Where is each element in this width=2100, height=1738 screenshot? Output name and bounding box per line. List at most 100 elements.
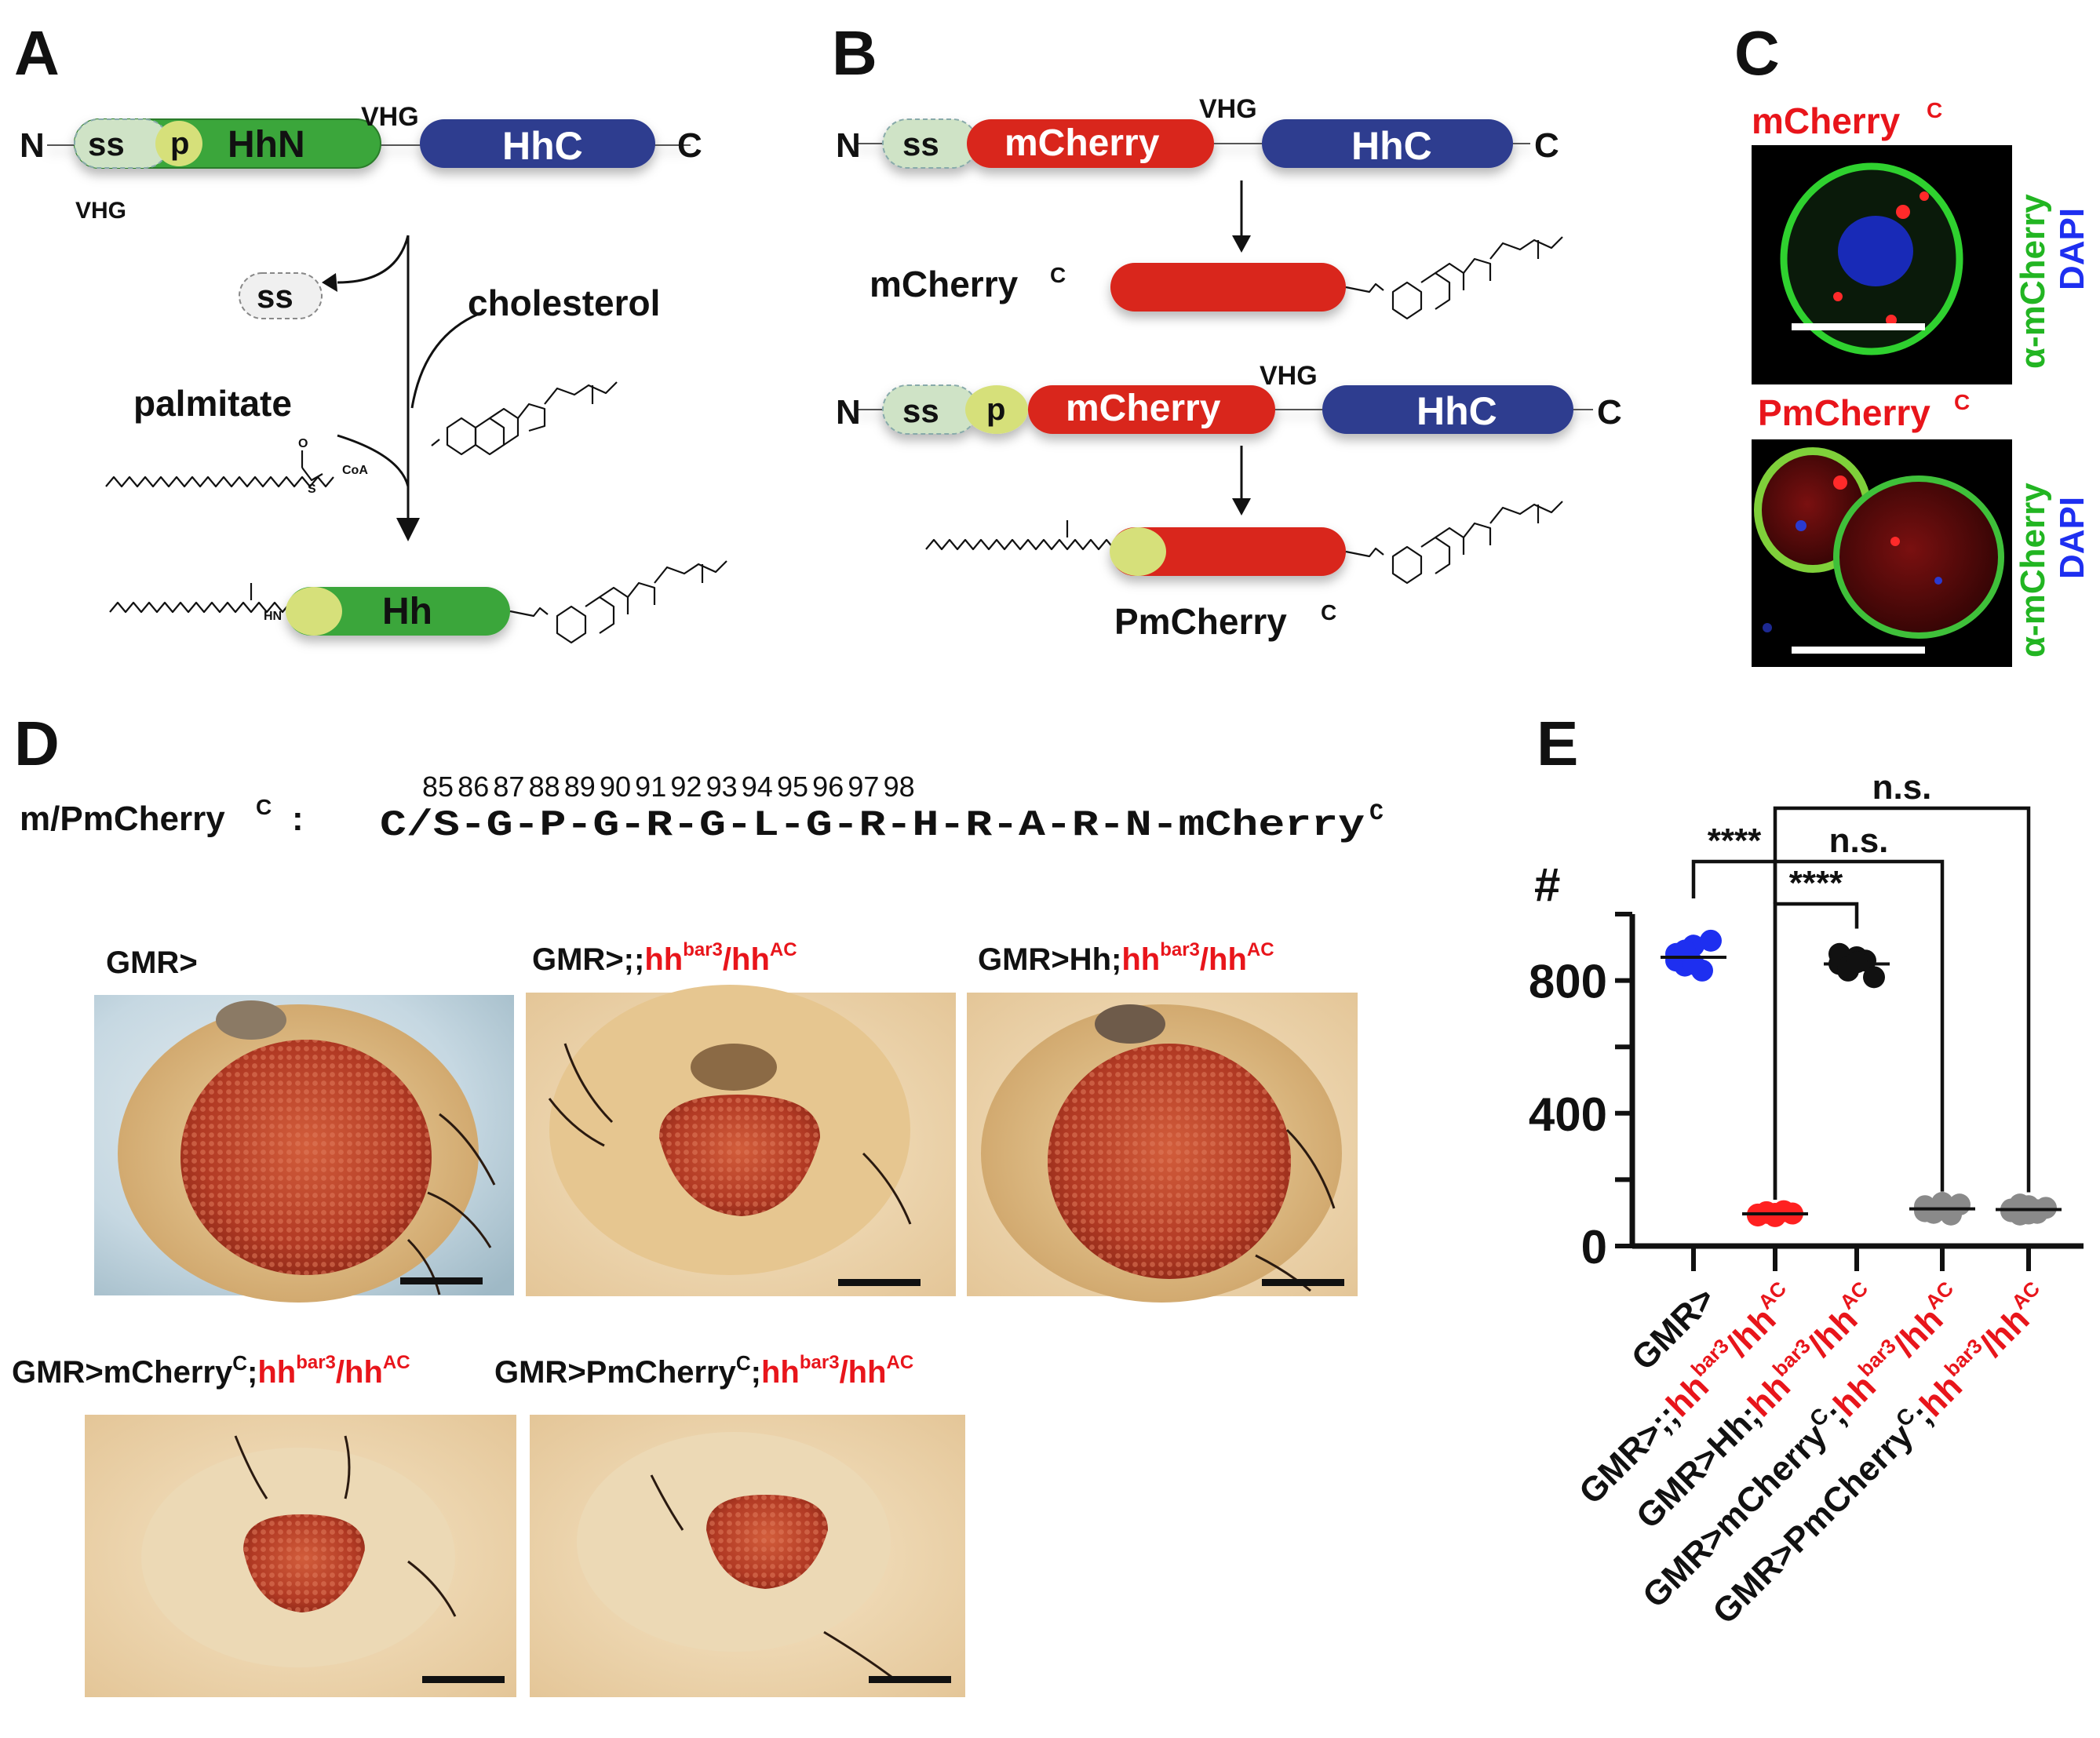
scale-bar-d5 xyxy=(869,1676,951,1683)
b2-palmitoyl xyxy=(925,520,1131,551)
significance-bracket xyxy=(1773,859,1945,1192)
amide-hn: HN xyxy=(264,610,282,623)
genotype-label: GMR>;;hhbar3/hhAC xyxy=(532,939,797,977)
eye-photo-hh-rescue xyxy=(967,993,1358,1303)
significance-bracket xyxy=(1691,859,1777,1200)
residue-number: 90 xyxy=(600,771,631,803)
product1-label: mCherry xyxy=(870,264,1019,304)
seq-label-sup: C xyxy=(256,795,272,819)
b-arrow-2 xyxy=(1232,498,1251,516)
c-terminus: C xyxy=(677,126,702,165)
panel-d-letter: D xyxy=(14,709,60,778)
b1-c: C xyxy=(1534,126,1559,165)
mcherry-c-product xyxy=(1110,263,1346,312)
arrow-head-ss xyxy=(322,273,337,292)
b2-p: p xyxy=(986,392,1005,427)
coa-label: CoA xyxy=(342,464,368,477)
seq-label: m/PmCherry xyxy=(20,800,225,838)
data-point xyxy=(1846,951,1868,974)
residue-number: 91 xyxy=(635,771,666,803)
hhc-domain xyxy=(420,119,655,168)
genotype-label: GMR> xyxy=(106,946,198,980)
b-arrow-1 xyxy=(1232,235,1251,253)
eye-photo-gmr xyxy=(94,995,514,1303)
hhn-label: HhN xyxy=(228,124,305,166)
product-cholesterol xyxy=(509,560,727,644)
b2-c: C xyxy=(1597,393,1622,432)
eye-photo-mcherry-c xyxy=(85,1415,516,1697)
hh-product-label: Hh xyxy=(382,591,432,632)
product1-sup: C xyxy=(1050,263,1066,287)
genotype-label: GMR>PmCherryC;hhbar3/hhAC xyxy=(494,1351,913,1390)
significance-label: **** xyxy=(1708,822,1762,860)
cholesterol-structure xyxy=(431,381,618,456)
genotype-label: GMR>Hh;hhbar3/hhAC xyxy=(978,939,1274,977)
c-top-stain-dapi: DAPI xyxy=(2053,208,2091,290)
vhg-text: VHG xyxy=(361,102,419,132)
c-bottom-stain-dapi: DAPI xyxy=(2053,497,2091,579)
eye-photo-hh-mutant xyxy=(526,985,956,1296)
residue-number: 93 xyxy=(706,771,738,803)
y-tick-label: 400 xyxy=(1529,1088,1607,1141)
n-terminus: N xyxy=(20,126,45,165)
scatter-chart: 0400800********n.s.n.s.GMR>GMR>;;hhbar3/… xyxy=(1529,768,2084,1631)
micrograph-bottom xyxy=(1752,439,2012,667)
pmcherry-c-product xyxy=(1110,527,1346,576)
residue-number: 97 xyxy=(848,771,879,803)
seq-colon: : xyxy=(292,800,304,838)
y-tick-label: 800 xyxy=(1529,956,1607,1008)
c-bottom-sup: C xyxy=(1954,390,1970,414)
sequence-sup: C xyxy=(1369,800,1384,827)
scale-bar-c-top xyxy=(1792,323,1925,330)
scale-bar-d4 xyxy=(422,1676,505,1683)
scale-bar-c-bottom xyxy=(1792,647,1925,654)
ss-free-box xyxy=(239,272,323,319)
genotype-label: GMR>mCherryC;hhbar3/hhAC xyxy=(12,1351,410,1390)
scale-bar-d3 xyxy=(1262,1279,1344,1286)
genotype-labels: GMR> GMR>;;hhbar3/hhAC GMR>Hh;hhbar3/hhAC G… xyxy=(12,939,1274,1390)
ss-domain xyxy=(74,118,170,169)
cholesterol-label: cholesterol xyxy=(468,282,660,323)
b1-mcherry: mCherry xyxy=(1004,122,1160,164)
b1-vhg: VHG xyxy=(1199,94,1257,124)
b1-hhc: HhC xyxy=(1351,124,1432,168)
scale-bar-d2 xyxy=(838,1279,921,1286)
significance-label: n.s. xyxy=(1829,822,1889,860)
palmitoyl-coa-structure xyxy=(105,450,334,488)
palmitate-label: palmitate xyxy=(133,383,292,424)
panel-e-letter: E xyxy=(1537,709,1578,778)
panel-e: E # 0400800********n.s.n.s.GMR>GMR>;;hhb… xyxy=(1529,709,2084,1631)
residue-number: 98 xyxy=(884,771,915,803)
y-tick-label: 0 xyxy=(1581,1221,1607,1273)
panel-a-letter: A xyxy=(14,18,60,88)
pmcherry-c-construct xyxy=(855,384,1593,435)
mcherry-c-construct xyxy=(855,118,1530,169)
data-point xyxy=(1863,966,1885,989)
b1-n: N xyxy=(836,126,861,165)
b2-mcherry: mCherry xyxy=(1066,388,1221,429)
panel-b: B N C ss mCherry HhC VHG mCherry C xyxy=(832,18,1622,642)
scale-bar-d1 xyxy=(400,1277,483,1284)
eye-photo-pmcherry-c xyxy=(530,1415,965,1697)
hhc-label: HhC xyxy=(502,124,583,168)
residue-number: 87 xyxy=(493,771,524,803)
arrow-head xyxy=(396,518,420,541)
data-point xyxy=(1940,1201,1962,1224)
residue-number: 96 xyxy=(812,771,844,803)
b2-n: N xyxy=(836,393,861,432)
c-top-label: mCherry xyxy=(1752,100,1901,141)
significance-label: n.s. xyxy=(1872,768,1932,807)
product2-label: PmCherry xyxy=(1114,601,1287,642)
data-point xyxy=(1700,929,1722,952)
panel-b-letter: B xyxy=(832,18,877,88)
palmitoyl-chain xyxy=(109,583,315,614)
residue-number: 95 xyxy=(777,771,808,803)
c-top-stain-mcherry: α-mCherry xyxy=(2014,194,2052,369)
hh-precursor xyxy=(47,118,691,169)
significance-label: **** xyxy=(1789,864,1843,902)
micrograph-top xyxy=(1752,145,2012,384)
b2-ss: ss xyxy=(902,392,939,429)
